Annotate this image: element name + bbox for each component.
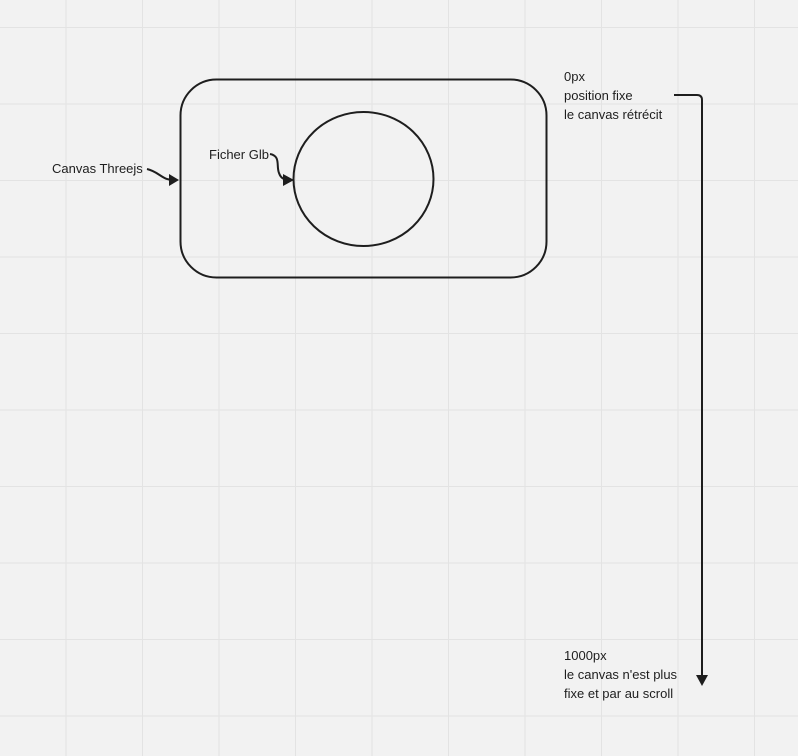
canvas-threejs-arrowhead xyxy=(169,174,179,186)
glb-file-shape[interactable] xyxy=(292,111,435,247)
glb-arrowhead xyxy=(283,174,294,186)
glb-connector[interactable] xyxy=(269,153,291,181)
scroll-start-line-3: le canvas rétrécit xyxy=(564,107,663,122)
scroll-end-line-3: fixe et par au scroll xyxy=(564,686,674,701)
scroll-end-line-2: le canvas n'est plus xyxy=(564,667,678,682)
scroll-range-arrow[interactable] xyxy=(674,94,703,678)
scroll-range-arrowhead xyxy=(696,675,708,686)
canvas-threejs-label[interactable]: Canvas Threejs xyxy=(52,161,143,176)
canvas-threejs-shape[interactable] xyxy=(179,78,548,279)
scroll-end-note[interactable]: 1000px le canvas n'est plus fixe et par … xyxy=(564,646,677,703)
scroll-start-line-1: 0px xyxy=(564,69,585,84)
scroll-start-note[interactable]: 0px position fixe le canvas rétrécit xyxy=(564,67,662,124)
glb-file-label[interactable]: Ficher Glb xyxy=(209,147,269,162)
scroll-start-line-2: position fixe xyxy=(564,88,633,103)
scroll-end-line-1: 1000px xyxy=(564,648,607,663)
